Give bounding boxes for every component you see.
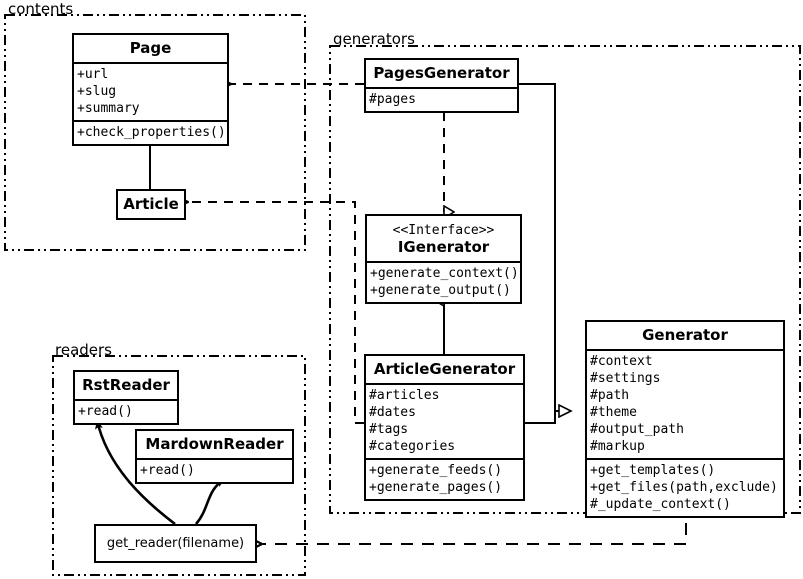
- package-label-contents: contents: [8, 0, 74, 18]
- class-article-generator-attribute: #dates: [369, 405, 416, 420]
- class-page-operation: +check_properties(): [77, 125, 226, 140]
- class-igenerator[interactable]: <<Interface>> IGenerator +generate_conte…: [365, 214, 522, 304]
- class-igenerator-operation: +generate_output(): [370, 283, 511, 298]
- class-generator-attributes: #context #settings #path #theme #output_…: [587, 349, 783, 458]
- class-generator-attribute: #markup: [590, 439, 645, 454]
- class-article-generator[interactable]: ArticleGenerator #articles #dates #tags …: [364, 354, 525, 501]
- class-igenerator-operation: +generate_context(): [370, 266, 519, 281]
- class-article[interactable]: Article: [116, 189, 186, 220]
- class-generator-attribute: #path: [590, 388, 630, 403]
- class-generator-title: Generator: [587, 322, 783, 349]
- class-page-attributes: +url +slug +summary: [74, 62, 227, 120]
- relation-articlegenerator-depends-article: [188, 202, 364, 424]
- class-rst-reader-title: RstReader: [75, 372, 177, 399]
- class-generator-name: Generator: [642, 326, 728, 344]
- class-generator[interactable]: Generator #context #settings #path #them…: [585, 320, 785, 518]
- class-rst-reader-operation: +read(): [78, 404, 133, 419]
- class-mardown-reader-title: MardownReader: [137, 431, 292, 458]
- class-page-name: Page: [129, 39, 172, 57]
- class-igenerator-stereotype: <<Interface>>: [392, 223, 495, 238]
- class-page-title: Page: [74, 35, 227, 62]
- class-mardown-reader[interactable]: MardownReader +read(): [135, 429, 294, 484]
- class-pages-generator-title: PagesGenerator: [366, 60, 517, 87]
- class-generator-operation: #_update_context(): [590, 497, 731, 512]
- relation-pagesgenerator-inherits-generator: [519, 83, 571, 411]
- class-igenerator-title: <<Interface>> IGenerator: [367, 216, 520, 261]
- class-article-title: Article: [118, 191, 184, 218]
- class-mardown-reader-name: MardownReader: [145, 435, 284, 453]
- class-article-generator-name: ArticleGenerator: [373, 360, 516, 378]
- class-mardown-reader-operation: +read(): [140, 463, 195, 478]
- class-pages-generator-attributes: #pages: [366, 87, 517, 111]
- class-page-operations: +check_properties(): [74, 120, 227, 144]
- package-label-generators: generators: [333, 30, 415, 48]
- class-igenerator-name: IGenerator: [397, 238, 490, 256]
- class-page-attribute: +summary: [77, 101, 140, 116]
- class-article-generator-attribute: #articles: [369, 388, 440, 403]
- class-igenerator-operations: +generate_context() +generate_output(): [367, 261, 520, 302]
- class-page[interactable]: Page +url +slug +summary +check_properti…: [72, 33, 229, 146]
- class-pages-generator-name: PagesGenerator: [373, 64, 510, 82]
- class-page-attribute: +slug: [77, 84, 117, 99]
- class-article-generator-title: ArticleGenerator: [366, 356, 523, 383]
- class-article-generator-operation: +generate_pages(): [369, 480, 503, 495]
- class-generator-operations: +get_templates() +get_files(path,exclude…: [587, 458, 783, 516]
- class-generator-attribute: #output_path: [590, 422, 684, 437]
- class-page-attribute: +url: [77, 67, 109, 82]
- class-generator-operation: +get_templates(): [590, 463, 716, 478]
- class-article-generator-attribute: #categories: [369, 439, 456, 454]
- function-get-reader[interactable]: get_reader(filename): [94, 524, 257, 563]
- class-rst-reader[interactable]: RstReader +read(): [73, 370, 179, 425]
- class-article-generator-attributes: #articles #dates #tags #categories: [366, 383, 523, 458]
- function-get-reader-label: get_reader(filename): [106, 536, 245, 551]
- class-mardown-reader-operations: +read(): [137, 458, 292, 482]
- relation-articlegenerator-inherits-generator: [525, 411, 556, 424]
- package-label-readers: readers: [55, 341, 112, 359]
- class-article-name: Article: [123, 195, 179, 213]
- class-pages-generator-attribute: #pages: [369, 92, 416, 107]
- class-rst-reader-operations: +read(): [75, 399, 177, 423]
- class-generator-attribute: #theme: [590, 405, 637, 420]
- class-rst-reader-name: RstReader: [82, 376, 170, 394]
- class-generator-attribute: #context: [590, 354, 653, 369]
- class-article-generator-attribute: #tags: [369, 422, 409, 437]
- class-pages-generator[interactable]: PagesGenerator #pages: [364, 58, 519, 113]
- class-generator-operation: +get_files(path,exclude): [590, 480, 778, 495]
- class-article-generator-operations: +generate_feeds() +generate_pages(): [366, 458, 523, 499]
- class-article-generator-operation: +generate_feeds(): [369, 463, 503, 478]
- class-generator-attribute: #settings: [590, 371, 661, 386]
- relation-get-reader-returns-mardownreader: [194, 477, 226, 525]
